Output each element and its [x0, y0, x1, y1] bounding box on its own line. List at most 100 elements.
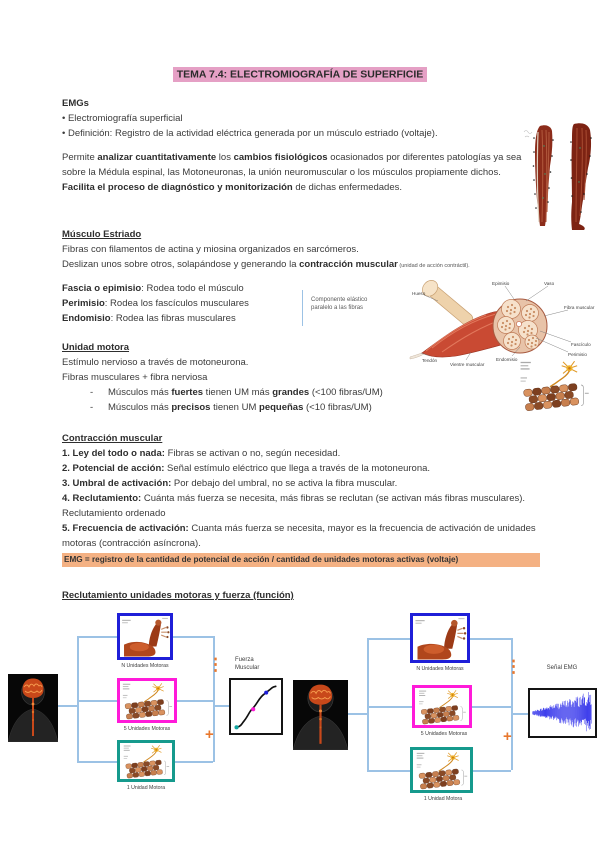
contraccion-item-5: 5. Frecuencia de activación: Cuanta más … — [62, 521, 542, 551]
arm-muscle-image — [413, 616, 467, 660]
contraccion-heading: Contracción muscular — [62, 433, 163, 444]
musculo-line-2: Deslizan unos sobre otros, solapándose y… — [62, 257, 542, 274]
text-run-bold: Endomisio — [62, 313, 111, 324]
section-musculo-estriado: Músculo Estriado Fibras con filamentos d… — [62, 227, 542, 326]
one-motor-unit-box — [117, 740, 175, 782]
label-perimisio: Perimisio — [568, 352, 587, 357]
muscle-fibers-image — [413, 750, 470, 790]
motor-units-box-label: N Unidades Motoras — [121, 663, 169, 669]
emg-plot-title: Señal EMG — [547, 665, 578, 671]
svg-text:Señal EMG: Señal EMG — [547, 665, 578, 671]
motor-units-box-label: N Unidades Motoras — [416, 666, 464, 672]
text-run-bold: pequeñas — [259, 402, 304, 413]
svg-text:Fuerza: Fuerza — [235, 657, 254, 663]
connector-line — [173, 636, 213, 638]
connector-line — [367, 638, 369, 770]
svg-text:Muscular: Muscular — [235, 665, 259, 671]
text-run: tienen UM — [210, 402, 260, 413]
text-run-bold: 1. Ley del todo o nada: — [62, 448, 165, 459]
text-run-bold: 2. Potencial de acción: — [62, 463, 165, 474]
n-motor-units-box — [117, 613, 173, 660]
brain-spine-image — [293, 680, 348, 750]
unidad-line-1: Estímulo nervioso a través de motoneuron… — [62, 357, 249, 368]
label-vientre-muscular: Vientre muscular — [450, 362, 485, 367]
text-run-bold: analizar cuantitativamente — [97, 152, 217, 163]
ellipsis-marker: ⋮ — [505, 657, 522, 676]
text-run: (<100 fibras/UM) — [309, 387, 383, 398]
text-run: Por debajo del umbral, no se activa la f… — [171, 478, 398, 489]
musculo-line-1: Fibras con filamentos de actina y miosin… — [62, 244, 359, 255]
text-run-bold: 4. Reclutamiento: — [62, 493, 142, 504]
reclutamiento-heading: Reclutamiento unidades motoras y fuerza … — [62, 590, 294, 601]
connector-line — [77, 761, 117, 763]
text-run: Fibras se activan o no, según necesidad. — [164, 448, 341, 459]
text-run: de dichas enfermedades. — [292, 182, 403, 193]
connector-line — [77, 700, 117, 702]
text-run: Señal estímulo eléctrico que llega a tra… — [164, 463, 431, 474]
text-run: Deslizan unos sobre otros, solapándose y… — [62, 259, 300, 270]
ellipsis-marker: ⋮ — [207, 655, 224, 674]
muscle-fibers-image — [120, 743, 172, 779]
text-run-small: (unidad de acción contráctil). — [397, 263, 470, 269]
five-motor-units-box — [117, 678, 177, 723]
emgs-heading: EMGs — [62, 98, 89, 109]
motor-units-box-label: 1 Unidad Motora — [127, 785, 165, 791]
plus-marker: + — [205, 726, 214, 743]
text-run: : Rodea todo el músculo — [141, 283, 244, 294]
motor-unit-figure — [518, 356, 590, 414]
connector-line — [473, 770, 511, 772]
brain-spine-image — [8, 674, 58, 742]
svg-text:1 Unidad Motora: 1 Unidad Motora — [424, 796, 462, 802]
n-motor-units-box — [410, 613, 470, 663]
force-curve-plot — [229, 678, 283, 735]
section-reclutamiento: Reclutamiento unidades motoras y fuerza … — [62, 588, 542, 603]
text-run-bold: Facilita el proceso de diagnóstico y mon… — [62, 182, 293, 193]
endomisio-line: Endomisio: Rodea las fibras musculares — [62, 311, 542, 326]
connector-line — [472, 706, 511, 708]
motor-units-box-label: 5 Unidades Motoras — [421, 731, 468, 737]
muscle-fibers-image — [415, 688, 469, 725]
text-run: : Rodea los fascículos musculares — [104, 298, 249, 309]
connector-line — [77, 636, 117, 638]
text-run: : Rodea las fibras musculares — [110, 313, 236, 324]
plus-marker: + — [503, 728, 512, 745]
text-run: Cuánta más fuerza se necesita, más fibra… — [62, 493, 526, 519]
section-contraccion: Contracción muscular 1. Ley del todo o n… — [62, 431, 542, 551]
svg-text:5 Unidades Motoras: 5 Unidades Motoras — [124, 726, 171, 732]
unidad-bullet-1: -Músculos más fuertes tienen UM más gran… — [62, 385, 542, 400]
connector-line — [58, 705, 77, 707]
connector-line — [175, 761, 213, 763]
dash-marker: - — [90, 387, 94, 398]
note-line-1: Componente elástico — [311, 297, 368, 303]
text-run: Músculos más — [108, 402, 172, 413]
text-run: Cuanta más fuerza se necesita, mayor es … — [62, 523, 536, 549]
label-tendon: Tendón — [422, 358, 438, 363]
note-bracket — [302, 290, 304, 326]
unidad-bullet-2: -Músculos más precisos tienen UM pequeña… — [62, 400, 542, 415]
text-run-bold: fuertes — [171, 387, 204, 398]
musculo-heading: Músculo Estriado — [62, 229, 142, 240]
label-epimisio: Epimisio — [492, 281, 510, 286]
text-run-bold: Fascia o epimisio — [62, 283, 142, 294]
label-endomisio: Endomisio — [496, 357, 518, 362]
text-run-bold: contracción muscular — [299, 259, 398, 270]
muscle-fibers-image — [120, 681, 174, 720]
contraccion-item-3: 3. Umbral de activación: Por debajo del … — [62, 476, 542, 491]
emgs-bullet-1: • Electromiografía superficial — [62, 113, 183, 124]
text-run-bold: Perimisio — [62, 298, 105, 309]
text-run: (<10 fibras/UM) — [303, 402, 372, 413]
leg-muscles-image — [522, 122, 600, 235]
connector-line — [213, 705, 229, 707]
svg-text:N Unidades Motoras: N Unidades Motoras — [121, 663, 169, 669]
text-run-bold: 3. Umbral de activación: — [62, 478, 172, 489]
label-fasciculo: Fascículo — [571, 342, 591, 347]
connector-line — [367, 638, 410, 640]
page-title: TEMA 7.4: ELECTROMIOGRAFÍA DE SUPERFICIE — [172, 66, 428, 82]
text-run: ocasionados por diferentes patologías ya… — [62, 152, 522, 178]
label-fibra-muscular: Fibra muscular — [564, 305, 595, 310]
emgs-bullet-2: • Definición: Registro de la actividad e… — [62, 128, 438, 139]
emg-signal-plot — [528, 688, 597, 738]
unidad-heading: Unidad motora — [62, 342, 130, 353]
svg-text:5 Unidades Motoras: 5 Unidades Motoras — [421, 731, 468, 737]
